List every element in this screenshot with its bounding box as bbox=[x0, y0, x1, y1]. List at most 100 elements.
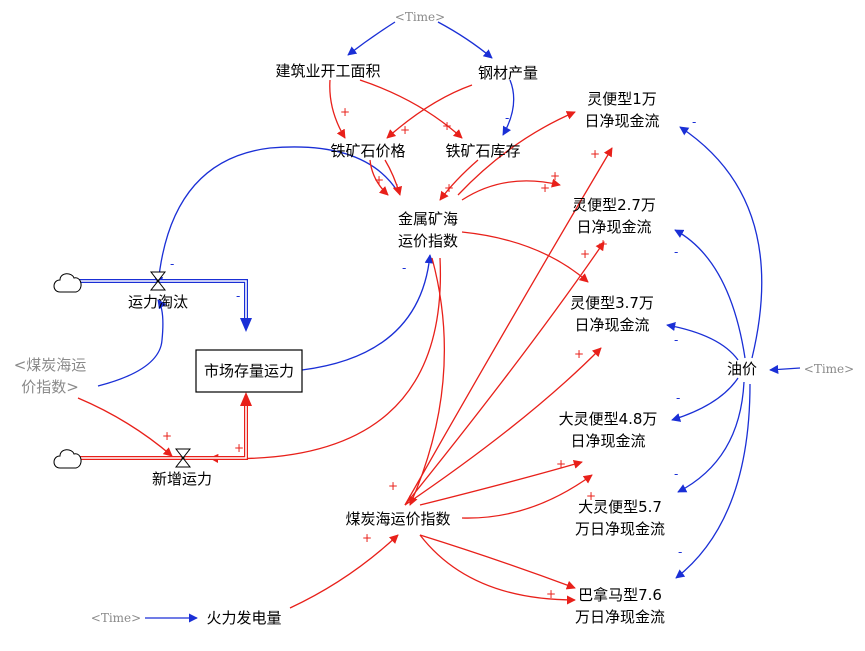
shadow-coal-index-line2[interactable]: 价指数> bbox=[21, 378, 79, 396]
sign: + bbox=[374, 173, 384, 187]
cloud-source-elim-icon bbox=[53, 273, 82, 293]
stock-and-flows bbox=[53, 271, 303, 469]
sign: + bbox=[444, 181, 454, 195]
sign: + bbox=[234, 441, 244, 455]
link-ironprice-to-metal-b bbox=[384, 159, 403, 196]
link-time-to-steel bbox=[437, 21, 493, 59]
link-thermal-to-coal bbox=[289, 534, 399, 609]
node-iron-ore-stock[interactable]: 铁矿石库存 bbox=[445, 142, 520, 160]
node-steel-output[interactable]: 钢材产量 bbox=[478, 64, 538, 82]
sign: + bbox=[392, 181, 402, 195]
link-coal-to-s48 bbox=[419, 459, 583, 506]
new-valve-icon[interactable] bbox=[174, 448, 192, 468]
link-oil-to-h27 bbox=[674, 229, 746, 359]
red-links bbox=[77, 79, 613, 609]
sign: + bbox=[400, 123, 410, 137]
link-timeright-to-oil bbox=[769, 364, 801, 374]
node-coal-index[interactable]: 煤炭海运价指数 bbox=[345, 510, 450, 528]
link-ironstock-to-metal bbox=[439, 159, 479, 201]
link-metal-to-h37 bbox=[461, 231, 589, 283]
sign: + bbox=[162, 429, 172, 443]
shadow-time-bottom[interactable]: <Time> bbox=[91, 611, 141, 625]
sign: - bbox=[678, 545, 682, 559]
link-metal-to-elim bbox=[154, 146, 399, 286]
shadow-coal-index-line1[interactable]: <煤炭海运 bbox=[14, 356, 87, 374]
node-handy37-line2[interactable]: 日净现金流 bbox=[574, 316, 649, 334]
sign: + bbox=[598, 237, 608, 251]
elim-valve-icon[interactable] bbox=[149, 271, 167, 291]
sign: - bbox=[692, 115, 696, 129]
link-oil-to-h37 bbox=[666, 322, 739, 361]
shadow-time-top[interactable]: <Time> bbox=[395, 10, 445, 24]
node-labels: <Time> 建筑业开工面积 钢材产量 铁矿石价格 铁矿石库存 金属矿海 运价指… bbox=[14, 10, 855, 627]
link-oil-to-h1 bbox=[679, 126, 763, 359]
node-thermal-power[interactable]: 火力发电量 bbox=[206, 609, 281, 627]
link-oil-to-s57 bbox=[677, 381, 745, 493]
sign: + bbox=[586, 489, 596, 503]
node-supra48-line1[interactable]: 大灵便型4.8万 bbox=[559, 410, 658, 428]
node-handy27-line1[interactable]: 灵便型2.7万 bbox=[572, 196, 656, 214]
link-ironprice-to-metal-a bbox=[369, 159, 389, 196]
blue-links bbox=[97, 21, 801, 623]
node-handy27-line2[interactable]: 日净现金流 bbox=[576, 218, 651, 236]
node-panamax76-line2[interactable]: 万日净现金流 bbox=[575, 608, 665, 626]
node-metal-index-line2[interactable]: 运价指数 bbox=[398, 232, 458, 250]
node-panamax76-line1[interactable]: 巴拿马型7.6 bbox=[578, 586, 662, 604]
node-supra48-line2[interactable]: 日净现金流 bbox=[570, 432, 645, 450]
link-oil-to-s48 bbox=[671, 377, 739, 422]
sign: + bbox=[580, 247, 590, 261]
node-stock-label[interactable]: 市场存量运力 bbox=[204, 362, 294, 380]
sign: - bbox=[402, 261, 406, 275]
node-handy1-line1[interactable]: 灵便型1万 bbox=[587, 90, 657, 108]
link-coalshadow-to-newcap bbox=[77, 397, 173, 457]
link-stock-to-metal bbox=[301, 254, 434, 371]
link-coal-to-s57 bbox=[461, 474, 593, 519]
sign: - bbox=[170, 257, 174, 271]
sign: + bbox=[362, 531, 372, 545]
node-construction-area[interactable]: 建筑业开工面积 bbox=[275, 62, 380, 80]
node-supra57-line2[interactable]: 万日净现金流 bbox=[575, 520, 665, 538]
sign: + bbox=[574, 347, 584, 361]
sign: + bbox=[556, 457, 566, 471]
node-new-capacity[interactable]: 新增运力 bbox=[152, 470, 212, 488]
node-handy1-line2[interactable]: 日净现金流 bbox=[584, 112, 659, 130]
link-time-to-construction bbox=[347, 21, 396, 56]
sign: + bbox=[388, 479, 398, 493]
sign: - bbox=[236, 289, 240, 303]
link-construction-to-ironprice bbox=[329, 79, 346, 139]
stock-box[interactable] bbox=[195, 349, 303, 393]
node-elimination[interactable]: 运力淘汰 bbox=[128, 293, 188, 311]
link-construction-to-ironstock bbox=[359, 79, 463, 139]
link-metal-to-h1 bbox=[457, 111, 576, 196]
node-metal-index-line1[interactable]: 金属矿海 bbox=[398, 210, 458, 228]
sign: + bbox=[590, 147, 600, 161]
link-coal-to-h27 bbox=[404, 241, 605, 506]
sign: - bbox=[674, 467, 678, 481]
link-coal-to-h1 bbox=[404, 147, 613, 506]
shadow-time-right[interactable]: <Time> bbox=[804, 362, 854, 376]
sign: - bbox=[676, 391, 680, 405]
link-coal-to-h37 bbox=[404, 347, 602, 506]
sign: + bbox=[550, 169, 560, 183]
link-oil-to-p76 bbox=[675, 383, 751, 579]
link-metal-to-h27 bbox=[461, 178, 561, 201]
link-metal-to-newcap bbox=[209, 257, 442, 463]
polarity-signs: + + + - + + + + + + + + + + + + + + + + … bbox=[162, 105, 696, 601]
sign: + bbox=[546, 587, 556, 601]
sign: - bbox=[505, 111, 509, 125]
link-coal-to-p76-a bbox=[419, 534, 576, 605]
node-handy37-line1[interactable]: 灵便型3.7万 bbox=[570, 294, 654, 312]
cloud-source-new-icon bbox=[53, 449, 82, 469]
link-coalshadow-to-elim bbox=[97, 299, 167, 387]
sign: + bbox=[540, 181, 550, 195]
sign: + bbox=[442, 119, 452, 133]
node-supra57-line1[interactable]: 大灵便型5.7 bbox=[578, 498, 662, 516]
sign: - bbox=[674, 245, 678, 259]
sign: - bbox=[674, 333, 678, 347]
node-iron-ore-price[interactable]: 铁矿石价格 bbox=[330, 142, 405, 160]
node-oil-price[interactable]: 油价 bbox=[727, 360, 757, 378]
link-steel-to-ironstock bbox=[502, 79, 515, 136]
link-coal-to-p76-b bbox=[419, 534, 576, 590]
